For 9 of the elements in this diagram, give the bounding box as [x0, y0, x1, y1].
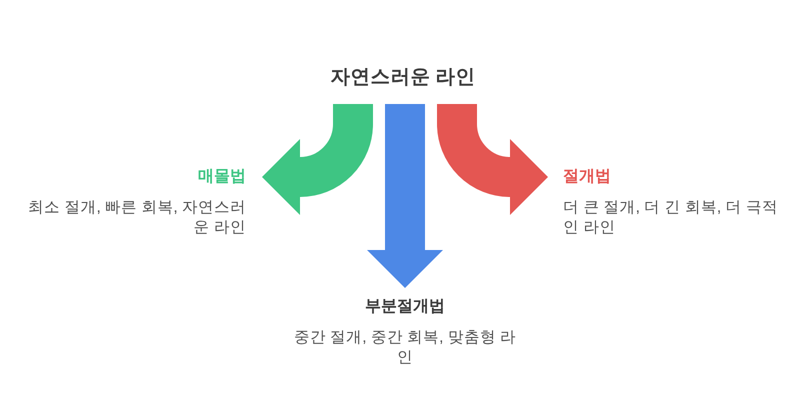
heading: 절개법 [563, 167, 611, 187]
description: 더 큰 절개, 더 긴 회복, 더 극적인 라인 [563, 198, 779, 238]
description: 최소 절개, 빠른 회복, 자연스러운 라인 [27, 198, 246, 238]
heading: 부분절개법 [365, 297, 445, 317]
description: 중간 절개, 중간 회복, 맞춤형 라인 [292, 328, 518, 368]
curved-arrow [262, 104, 373, 215]
curved-arrow [437, 104, 548, 215]
title: 자연스러운 라인 [330, 65, 476, 90]
heading: 매몰법 [198, 167, 246, 187]
